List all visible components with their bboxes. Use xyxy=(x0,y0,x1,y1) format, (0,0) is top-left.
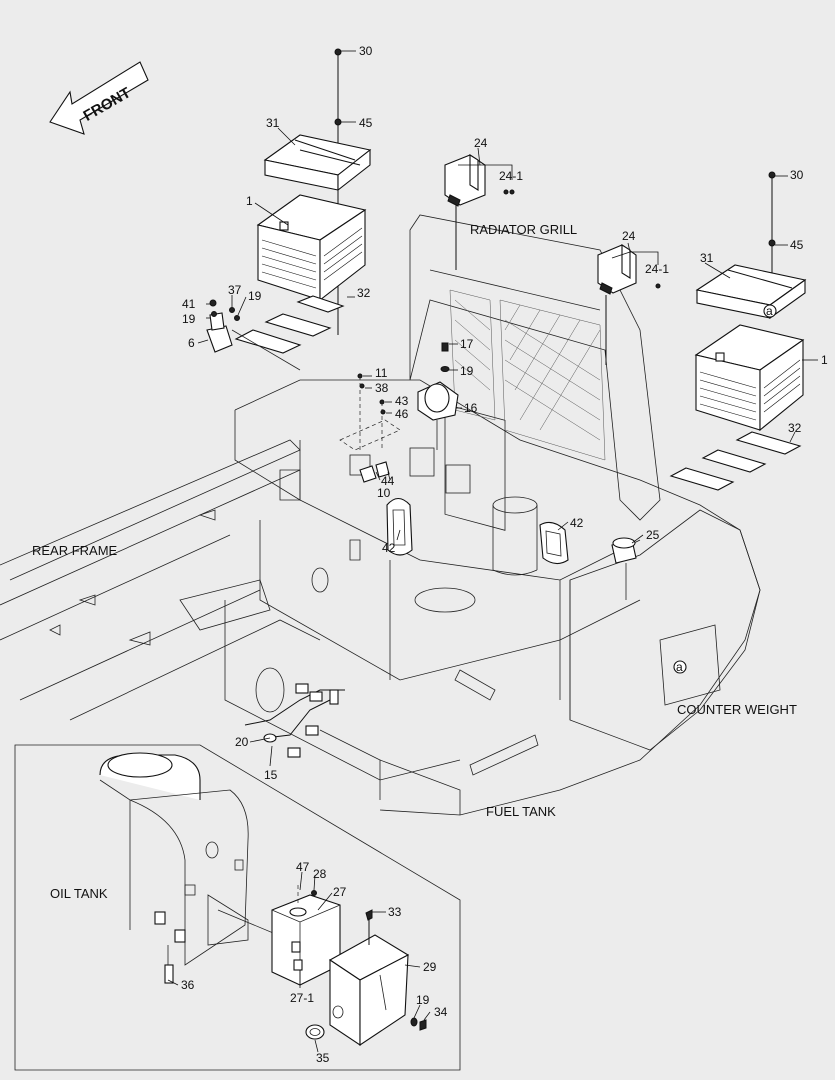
callout-15: 15 xyxy=(264,768,278,782)
callout-27-1: 27-1 xyxy=(290,991,314,1005)
callout-46: 46 xyxy=(395,407,409,421)
callout-1-left: 1 xyxy=(246,194,253,208)
callout-11: 11 xyxy=(375,366,388,380)
work-lamp-right xyxy=(597,244,661,365)
callout-16: 16 xyxy=(464,401,478,415)
callout-31-right: 31 xyxy=(700,251,714,265)
callout-33: 33 xyxy=(388,905,402,919)
callout-42-left: 42 xyxy=(382,541,396,555)
callout-35: 35 xyxy=(316,1051,330,1065)
area-labels: RADIATOR GRILL REAR FRAME COUNTER WEIGHT… xyxy=(32,222,797,901)
oil-tank-inset xyxy=(14,744,461,1071)
callout-19-a: 19 xyxy=(248,289,262,303)
callout-19-c: 19 xyxy=(460,364,474,378)
callout-1-right: 1 xyxy=(821,353,828,367)
callout-24-1-left: 24-1 xyxy=(499,169,523,183)
label-rear-frame: REAR FRAME xyxy=(32,543,118,558)
callout-45-left: 45 xyxy=(359,116,373,130)
callout-30-left: 30 xyxy=(359,44,373,58)
battery-left-group xyxy=(206,48,372,371)
label-fuel-tank: FUEL TANK xyxy=(486,804,556,819)
callout-32-left: 32 xyxy=(357,286,371,300)
callout-31-left: 31 xyxy=(266,116,280,130)
callout-6: 6 xyxy=(188,336,195,350)
label-oil-tank: OIL TANK xyxy=(50,886,108,901)
front-arrow: FRONT xyxy=(49,61,149,135)
ref-a-right-battery: a xyxy=(766,304,773,318)
callout-24-1-right: 24-1 xyxy=(645,262,669,276)
callout-42-right: 42 xyxy=(570,516,584,530)
callout-32-right: 32 xyxy=(788,421,802,435)
callout-24-right: 24 xyxy=(622,229,636,243)
callout-38: 38 xyxy=(375,381,389,395)
rear-frame-outline xyxy=(0,214,761,816)
callout-45-right: 45 xyxy=(790,238,804,252)
leader-lines xyxy=(167,50,818,1053)
callout-20: 20 xyxy=(235,735,249,749)
center-components xyxy=(244,342,637,758)
work-lamp-left xyxy=(444,154,515,270)
battery-right-group: a xyxy=(669,171,807,491)
callout-36: 36 xyxy=(181,978,195,992)
counter-weight-ref: a xyxy=(673,660,687,674)
callout-44: 44 xyxy=(381,474,395,488)
callout-19-b: 19 xyxy=(182,312,196,326)
callout-47: 47 xyxy=(296,860,310,874)
callout-numbers: 30 45 31 1 24 24-1 24 24-1 30 45 31 1 32… xyxy=(181,44,828,1065)
callout-10: 10 xyxy=(377,486,391,500)
callout-24-left: 24 xyxy=(474,136,488,150)
callout-27: 27 xyxy=(333,885,347,899)
callout-25: 25 xyxy=(646,528,660,542)
callout-19-d: 19 xyxy=(416,993,430,1007)
callout-37: 37 xyxy=(228,283,242,297)
label-radiator-grill: RADIATOR GRILL xyxy=(470,222,577,237)
callout-43: 43 xyxy=(395,394,409,408)
callout-30-right: 30 xyxy=(790,168,804,182)
callout-41: 41 xyxy=(182,297,196,311)
callout-34: 34 xyxy=(434,1005,448,1019)
ref-a-counter-weight: a xyxy=(676,660,683,674)
callout-17: 17 xyxy=(460,337,474,351)
label-counter-weight: COUNTER WEIGHT xyxy=(677,702,797,717)
callout-29: 29 xyxy=(423,960,437,974)
callout-28: 28 xyxy=(313,867,327,881)
